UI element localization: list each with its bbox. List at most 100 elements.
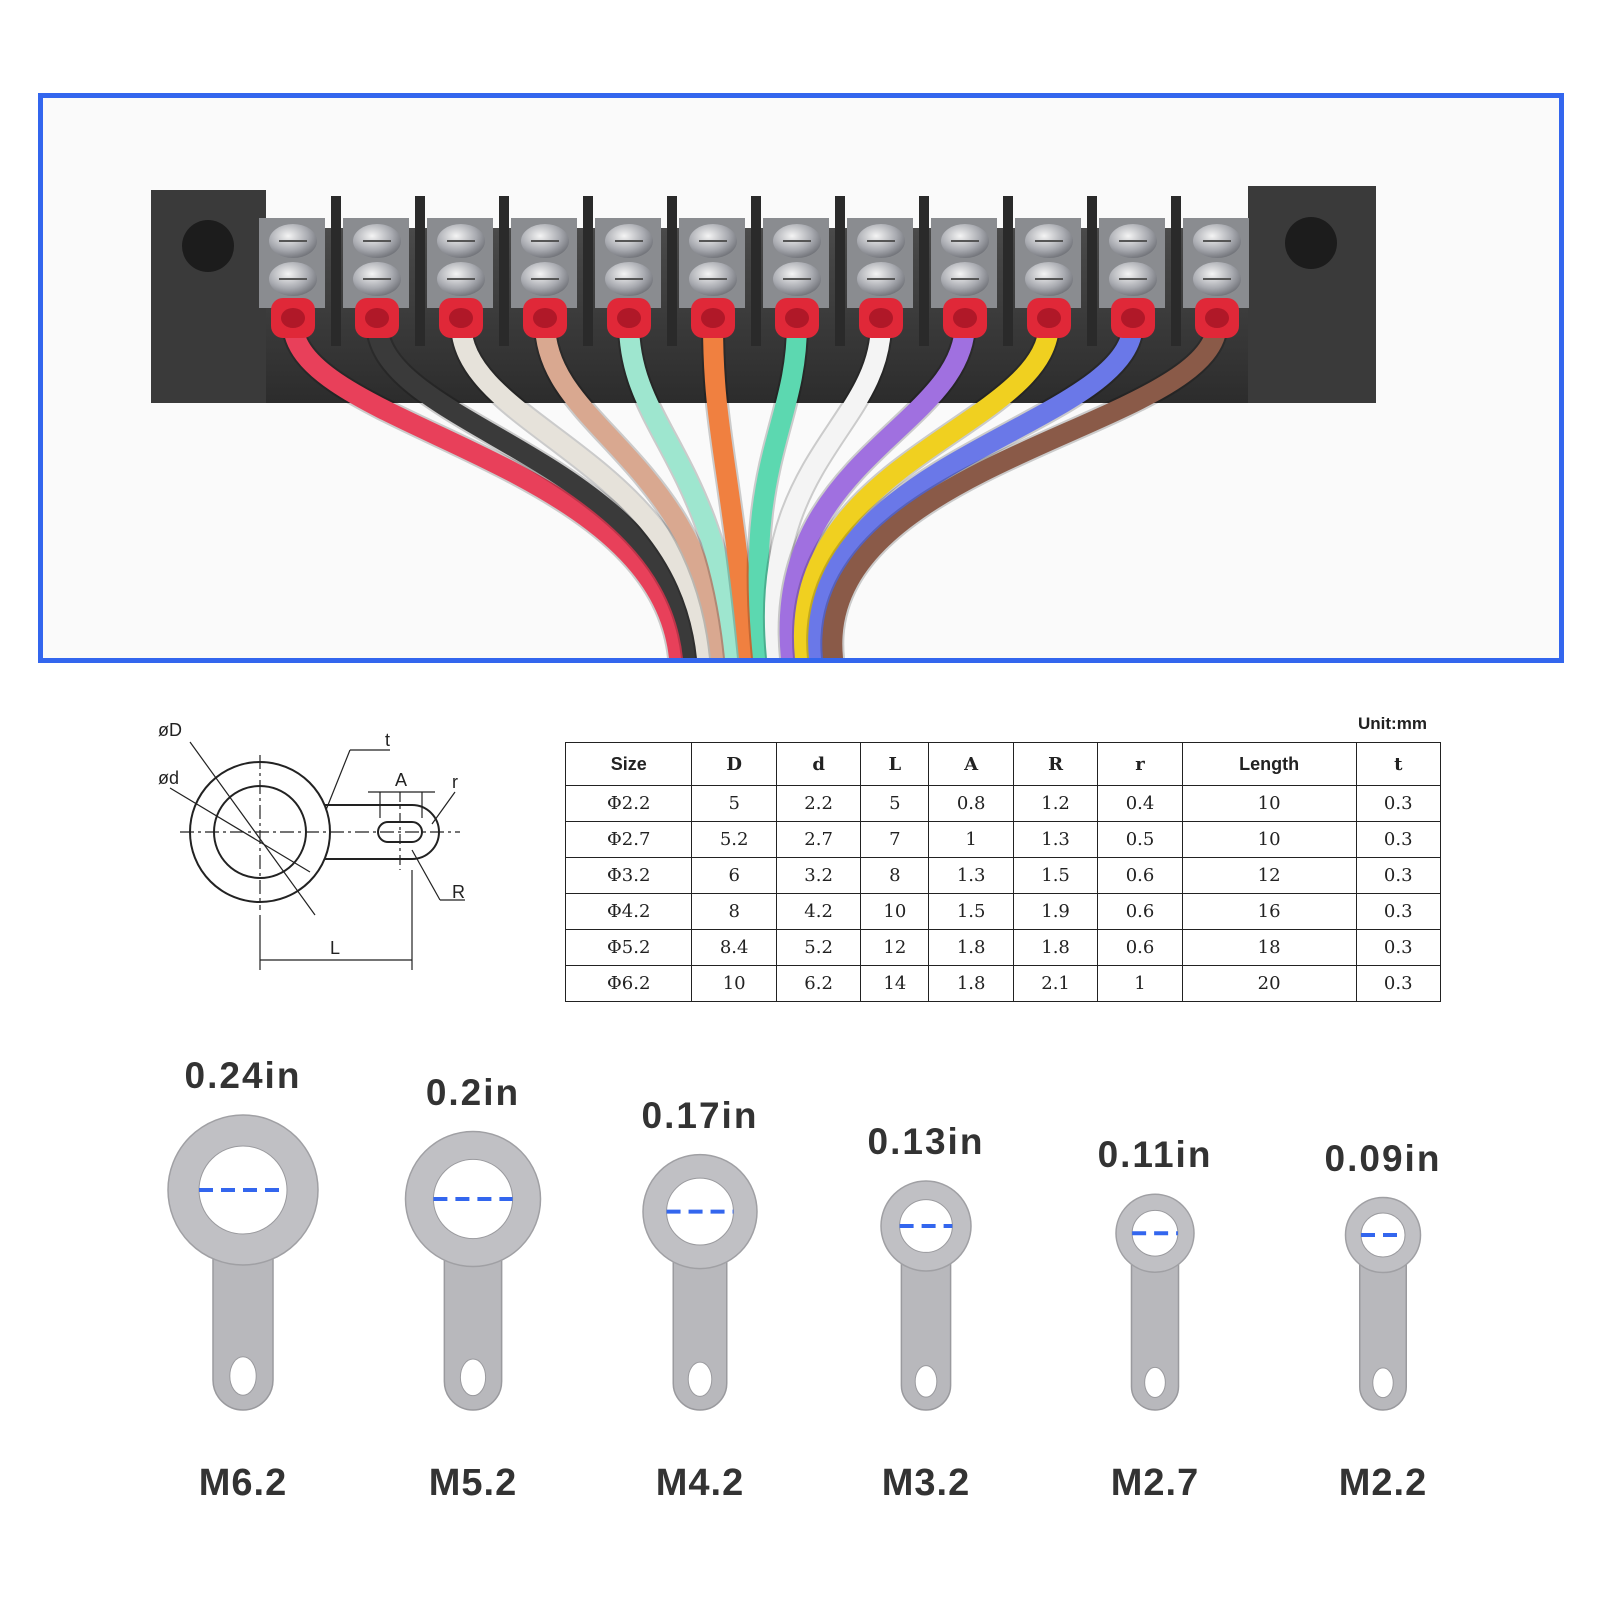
block-divider	[583, 196, 593, 346]
table-cell: 0.3	[1355, 893, 1441, 930]
table-cell: 5	[691, 785, 777, 822]
table-cell: 1.8	[928, 929, 1014, 966]
label-outer-radius: R	[452, 882, 465, 902]
table-cell: 12	[1181, 857, 1357, 894]
lug-tongue	[900, 1252, 952, 1411]
table-cell: 1.2	[1012, 785, 1099, 822]
ring-lug-icon	[880, 1180, 972, 1411]
crimp-opening	[785, 308, 809, 328]
table-cell: 8	[691, 893, 777, 930]
table-header-cell: L	[860, 742, 930, 786]
table-cell: 0.3	[1355, 929, 1441, 966]
lug-tongue	[672, 1245, 728, 1411]
lug-tongue	[443, 1238, 503, 1411]
label-inner-dia: ød	[158, 768, 179, 788]
lug-slot	[459, 1358, 487, 1397]
block-divider	[415, 196, 425, 346]
block-divider	[499, 196, 509, 346]
lug-slot	[914, 1365, 938, 1398]
lug-tongue	[1359, 1256, 1407, 1411]
crimp-opening	[869, 308, 893, 328]
table-header-cell: Length	[1181, 742, 1357, 786]
wire	[793, 313, 1059, 658]
wire	[808, 313, 1143, 658]
lug-slot	[1372, 1367, 1394, 1399]
block-divider	[1003, 196, 1013, 346]
table-cell: 10	[860, 893, 930, 930]
table-cell: 0.3	[1355, 857, 1441, 894]
table-cell: 0.3	[1355, 821, 1441, 858]
lug-size-label: 0.13in	[867, 1121, 985, 1162]
table-cell: 7	[860, 821, 930, 858]
lug-tongue	[212, 1234, 274, 1411]
table-cell: 18	[1181, 929, 1357, 966]
lug-slot	[1144, 1366, 1166, 1399]
wire	[748, 313, 807, 658]
lug-tongue	[1130, 1255, 1180, 1411]
lug-model-label: M2.2	[1338, 1462, 1428, 1504]
right-mount-hole	[1285, 217, 1337, 269]
table-cell: 0.3	[1355, 785, 1441, 822]
lug-size-label: 0.11in	[1097, 1134, 1213, 1176]
block-divider	[751, 196, 761, 346]
crimp-opening	[449, 308, 473, 328]
block-divider	[331, 196, 341, 346]
crimp-opening	[1037, 308, 1061, 328]
label-slot-radius: r	[452, 772, 458, 792]
wire	[703, 313, 759, 658]
table-cell: 8.4	[691, 929, 777, 966]
label-outer-dia: øD	[158, 720, 182, 740]
table-header-cell: d	[775, 742, 862, 786]
lug-model-label: M3.2	[881, 1462, 971, 1504]
table-cell: 2.1	[1012, 965, 1099, 1002]
table-header-cell: t	[1355, 742, 1441, 786]
lug-slot	[687, 1361, 713, 1397]
table-cell: Φ2.2	[564, 785, 693, 822]
table-cell: 16	[1181, 893, 1357, 930]
lug-size-label: 0.09in	[1324, 1137, 1442, 1179]
table-cell: 4.2	[775, 893, 862, 930]
crimp-opening	[281, 308, 305, 328]
crimp-opening	[617, 308, 641, 328]
ring-lug-icon	[404, 1130, 542, 1411]
table-cell: 0.4	[1097, 785, 1183, 822]
ring-lug-icon	[167, 1114, 319, 1411]
crimp-opening	[701, 308, 725, 328]
lug-size-label: 0.17in	[641, 1094, 759, 1136]
table-cell: 12	[860, 929, 930, 966]
left-mount-hole	[182, 220, 234, 272]
table-cell: 1.5	[928, 893, 1014, 930]
table-cell: 2.7	[775, 821, 862, 858]
table-header-cell: Size	[564, 742, 693, 786]
crimp-opening	[365, 308, 389, 328]
table-cell: 1.5	[1012, 857, 1099, 894]
lug-model-label: M4.2	[655, 1462, 745, 1504]
table-cell: 5.2	[775, 929, 862, 966]
terminal-block-photo	[43, 98, 1559, 658]
lug-model-label: M5.2	[428, 1462, 518, 1504]
table-cell: 3.2	[775, 857, 862, 894]
wire	[779, 313, 975, 658]
crimp-opening	[533, 308, 557, 328]
table-cell: 14	[860, 965, 930, 1002]
table-cell: 5	[860, 785, 930, 822]
block-divider	[835, 196, 845, 346]
wire	[822, 313, 1227, 658]
table-header-cell: D	[691, 742, 777, 786]
lug-model-label: M2.7	[1110, 1462, 1200, 1504]
unit-label: Unit:mm	[1358, 714, 1427, 733]
lug-slot	[229, 1356, 257, 1396]
table-cell: 1	[1097, 965, 1183, 1002]
wire	[764, 313, 891, 658]
table-cell: Φ2.7	[564, 821, 693, 858]
